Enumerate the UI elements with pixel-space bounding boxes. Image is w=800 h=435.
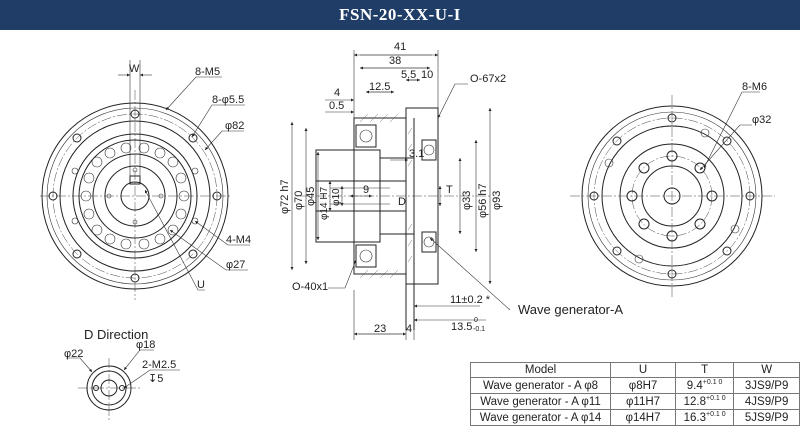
dim-3-1: 3.1 <box>409 148 424 160</box>
cell-w: 4JS9/P9 <box>733 393 800 410</box>
wave-generator-callout: Wave generator-A <box>518 302 623 317</box>
rear-view <box>570 91 775 298</box>
dim-phi14: φ14 H7 <box>319 186 330 220</box>
cell-u: φ8H7 <box>610 377 676 394</box>
cell-t: 12.8+0.1 0 <box>674 393 735 410</box>
cell-w: 3JS9/P9 <box>733 377 800 394</box>
front-bolt-hole-label: 8-φ5.5 <box>212 94 244 106</box>
dim-phi33: φ33 <box>461 191 473 210</box>
front-bolt-holes <box>48 109 222 283</box>
dim-phi70: φ70 <box>293 191 305 210</box>
dim-13-5-tol-lower: -0.1 <box>473 326 485 333</box>
front-pcd-label: φ82 <box>225 120 244 132</box>
dim-phi56: φ56 h7 <box>477 183 489 218</box>
dim-4-bottom: 4 <box>406 323 412 335</box>
cell-t-tolerance: +0.1 0 <box>705 411 726 419</box>
table-row: Wave generator - A φ8 φ8H7 9.4+0.1 0 3JS… <box>469 377 800 394</box>
dim-12-5: 12.5 <box>369 81 390 93</box>
dim-9: 9 <box>363 184 369 196</box>
rear-outer-holes <box>604 128 740 264</box>
dim-13-5: 13.5 <box>451 321 472 333</box>
d-tap-label: 2-M2.5 <box>142 359 176 371</box>
dim-d-label: D <box>398 196 406 208</box>
table-row: Wave generator - A φ14 φ14H7 16.3+0.1 0 … <box>469 409 800 426</box>
front-w-label: W <box>129 63 140 75</box>
oring-top-label: O-67x2 <box>470 73 506 85</box>
rear-bolt-holes <box>589 113 755 279</box>
technical-drawing: W 8-M5 8-φ5.5 φ82 4-M4 φ27 U <box>40 41 775 420</box>
dim-5-5: 5.5 <box>401 69 416 81</box>
front-bearing-rollers <box>80 142 190 250</box>
d-phi18-label: φ18 <box>136 339 155 351</box>
d-direction-view <box>66 349 180 420</box>
spec-table: Model U T W Wave generator - A φ8 φ8H7 9… <box>469 362 800 426</box>
dim-phi93: φ93 <box>491 191 503 210</box>
rear-tap-holes <box>626 150 718 242</box>
cell-t-tolerance: +0.1 0 <box>705 395 726 403</box>
dim-phi72: φ72 h7 <box>279 179 291 214</box>
spec-table-header-row: Model U T W <box>469 362 800 378</box>
cell-t: 9.4+0.1 0 <box>674 377 735 394</box>
section-view <box>290 50 511 340</box>
front-bolt-thread-label: 8-M5 <box>195 66 220 78</box>
header-model: Model <box>469 362 612 378</box>
dim-body-length: 38 <box>389 55 401 67</box>
table-row: Wave generator - A φ11 φ11H7 12.8+0.1 0 … <box>469 393 800 410</box>
page-title: FSN-20-XX-U-I <box>339 5 461 24</box>
front-tap-label: 4-M4 <box>226 234 251 246</box>
cell-t-value: 16.3 <box>683 411 706 424</box>
cell-t-tolerance: +0.1 0 <box>702 379 723 387</box>
dim-total-length: 41 <box>394 41 406 53</box>
cell-t: 16.3+0.1 0 <box>674 409 735 426</box>
dim-0-5: 0.5 <box>329 100 344 112</box>
d-phi22-label: φ22 <box>64 348 83 360</box>
d-depth-label: ↧5 <box>148 373 163 385</box>
header-w: W <box>733 362 800 378</box>
cell-t-value: 9.4 <box>686 379 703 392</box>
cell-u: φ14H7 <box>610 409 676 426</box>
cell-w: 5JS9/P9 <box>733 409 800 426</box>
dim-4-top: 4 <box>334 87 340 99</box>
cell-t-value: 12.8 <box>683 395 706 408</box>
front-u-label: U <box>197 279 205 291</box>
section-hatching <box>359 113 413 279</box>
cell-model: Wave generator - A φ8 <box>469 377 612 394</box>
header-u: U <box>610 362 676 378</box>
dim-10: 10 <box>421 69 433 81</box>
rear-dia-label: φ32 <box>752 114 771 126</box>
cell-model: Wave generator - A φ11 <box>469 393 612 410</box>
header-t: T <box>674 362 735 378</box>
oring-bottom-label: O-40x1 <box>292 281 328 293</box>
cell-model: Wave generator - A φ14 <box>469 409 612 426</box>
d-direction-title: D Direction <box>84 327 148 342</box>
title-bar: FSN-20-XX-U-I <box>0 0 800 30</box>
dim-phi45: φ45 <box>305 187 317 206</box>
dim-23: 23 <box>374 323 386 335</box>
dim-13-5-tol-upper: 0 <box>474 317 478 324</box>
cell-u: φ11H7 <box>610 393 676 410</box>
front-view <box>40 60 250 300</box>
dim-11: 11±0.2 * <box>450 294 491 306</box>
dim-phi10: φ10 <box>331 188 342 206</box>
rear-tap-label: 8-M6 <box>742 81 767 93</box>
dim-t-label: T <box>446 184 453 196</box>
front-inner-dia-label: φ27 <box>226 259 245 271</box>
